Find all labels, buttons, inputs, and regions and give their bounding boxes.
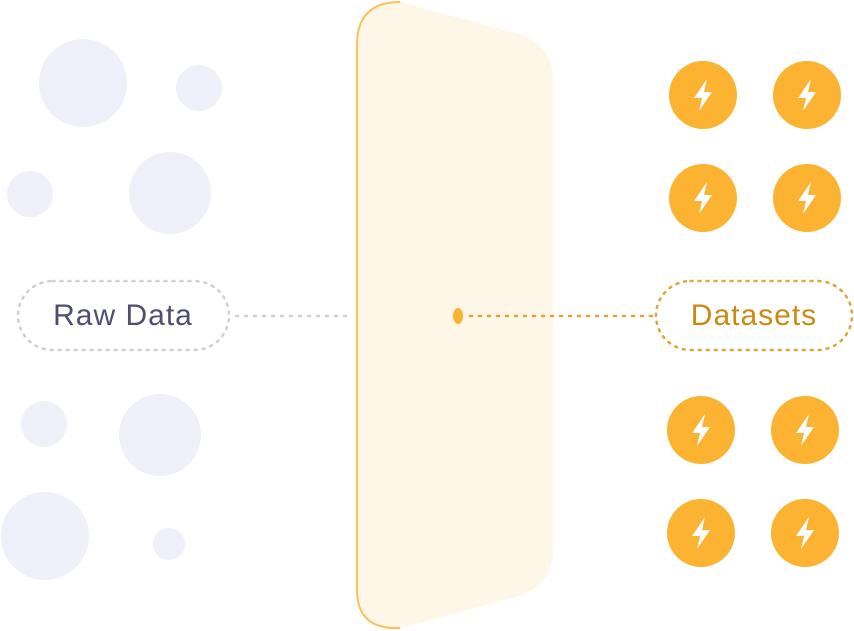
raw-data-pill — [16, 279, 231, 352]
filter-front-edge — [356, 1, 401, 630]
datasets-text: Datasets — [691, 299, 817, 332]
raw-data-bubble — [129, 152, 211, 234]
raw-data-bubble — [176, 65, 222, 111]
lightning-bolt-icon — [771, 499, 839, 567]
raw-data-bubble — [21, 401, 67, 447]
raw-data-bubble — [153, 528, 185, 560]
raw-data-text: Raw Data — [53, 299, 193, 332]
raw-data-bubble — [39, 39, 127, 127]
lightning-bolt-icon — [773, 61, 841, 129]
lightning-bolt-icon — [771, 396, 839, 464]
lightning-bolt-icon — [773, 164, 841, 232]
dataset-connector-dot — [453, 308, 463, 324]
raw-data-label: Raw Data — [16, 279, 231, 352]
lightning-bolt-icon — [669, 61, 737, 129]
lightning-bolt-icon — [669, 164, 737, 232]
raw-data-bubble — [1, 492, 89, 580]
raw-data-bubble — [119, 394, 201, 476]
raw-data-bubbles — [1, 39, 222, 580]
datasets-label: Datasets — [654, 279, 854, 352]
dataset-icons — [667, 61, 841, 567]
lightning-bolt-icon — [667, 499, 735, 567]
datasets-pill — [654, 279, 854, 352]
lightning-bolt-icon — [667, 396, 735, 464]
raw-data-bubble — [7, 171, 53, 217]
